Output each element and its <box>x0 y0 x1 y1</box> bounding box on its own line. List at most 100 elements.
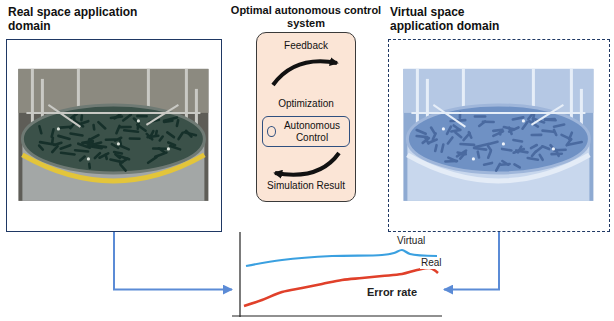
error-chart: VirtualRealError rate <box>232 232 444 318</box>
panel-heading: Virtual space application domain <box>390 6 526 34</box>
photo <box>7 40 220 230</box>
fish <box>543 131 554 132</box>
feeder-arm <box>433 105 465 127</box>
fish <box>167 132 174 137</box>
box-title: Optimal autonomous control system <box>224 4 388 29</box>
tank-photo <box>18 69 208 201</box>
railing <box>26 112 200 114</box>
fish <box>478 152 479 158</box>
fish <box>523 122 528 129</box>
tank-photo <box>403 69 593 201</box>
fish <box>114 114 120 118</box>
photo-ground <box>403 69 593 201</box>
fish <box>106 138 116 141</box>
fish <box>61 145 71 148</box>
fish <box>137 115 146 118</box>
fish <box>106 155 107 159</box>
fish <box>562 135 572 140</box>
fish <box>52 129 54 136</box>
fish <box>457 151 466 157</box>
fish <box>52 146 57 152</box>
fish <box>417 130 426 134</box>
fish <box>475 144 488 147</box>
fish <box>80 157 85 161</box>
fish <box>435 145 436 151</box>
fish <box>123 115 131 121</box>
fish <box>118 145 129 150</box>
fish <box>114 152 122 153</box>
real-series <box>244 268 438 306</box>
fish <box>442 144 444 151</box>
fish <box>130 137 140 140</box>
reflection <box>167 147 170 150</box>
fish <box>550 145 555 150</box>
reflection <box>87 157 90 160</box>
photo-ground <box>18 69 208 201</box>
fish <box>488 146 491 150</box>
fish <box>447 127 451 134</box>
result-arrow <box>275 153 339 175</box>
reflection <box>57 127 60 130</box>
fish <box>552 152 562 155</box>
fish <box>116 126 119 133</box>
photo <box>389 40 608 230</box>
fish <box>160 137 163 141</box>
fish <box>499 130 502 134</box>
control-system-box: Optimal autonomous control systemFeedbac… <box>224 4 388 216</box>
series-label: Error rate <box>366 286 418 299</box>
fish <box>532 134 541 137</box>
fish <box>121 165 126 171</box>
feedback-arrow <box>273 61 337 85</box>
domain-panel: Real space application domain <box>6 4 222 232</box>
tank-band <box>22 155 204 181</box>
feeder-arm <box>146 105 178 125</box>
fish <box>484 163 492 165</box>
pipe <box>77 69 80 109</box>
fish <box>179 133 183 139</box>
fish <box>502 149 511 151</box>
box-text: Feedback <box>256 40 356 52</box>
fish <box>509 127 518 131</box>
tank-band <box>407 155 589 181</box>
fish <box>184 132 196 135</box>
panel-heading: Real space application domain <box>8 6 144 34</box>
fish <box>51 138 54 143</box>
fish <box>121 126 131 129</box>
fish <box>488 151 491 158</box>
fish <box>61 153 75 155</box>
fish <box>75 150 88 151</box>
domain-panel: Virtual space application domain <box>388 4 610 232</box>
fish <box>448 158 456 162</box>
fish <box>431 127 434 132</box>
fish <box>89 135 99 140</box>
panel-frame <box>6 39 222 232</box>
pipe <box>532 69 535 109</box>
fish <box>528 158 538 160</box>
fish <box>540 155 543 160</box>
fish <box>40 142 54 144</box>
fish <box>554 130 556 135</box>
fish <box>531 145 537 148</box>
fish <box>545 118 555 121</box>
fish <box>98 122 105 128</box>
feeder-arm <box>48 105 80 127</box>
fish <box>488 142 497 145</box>
fish <box>70 124 74 128</box>
fish <box>501 163 510 166</box>
railing <box>411 112 585 114</box>
panel-frame <box>388 39 610 232</box>
fish <box>58 136 69 139</box>
fish <box>155 131 158 135</box>
fish <box>554 148 566 151</box>
fish <box>433 133 436 139</box>
reflection <box>502 142 505 145</box>
fish <box>532 152 536 156</box>
fish <box>518 147 521 153</box>
fish <box>423 138 429 143</box>
fish <box>528 114 532 119</box>
fish <box>39 146 43 150</box>
fish <box>137 125 145 131</box>
fish <box>39 126 41 133</box>
pipe <box>147 69 150 109</box>
